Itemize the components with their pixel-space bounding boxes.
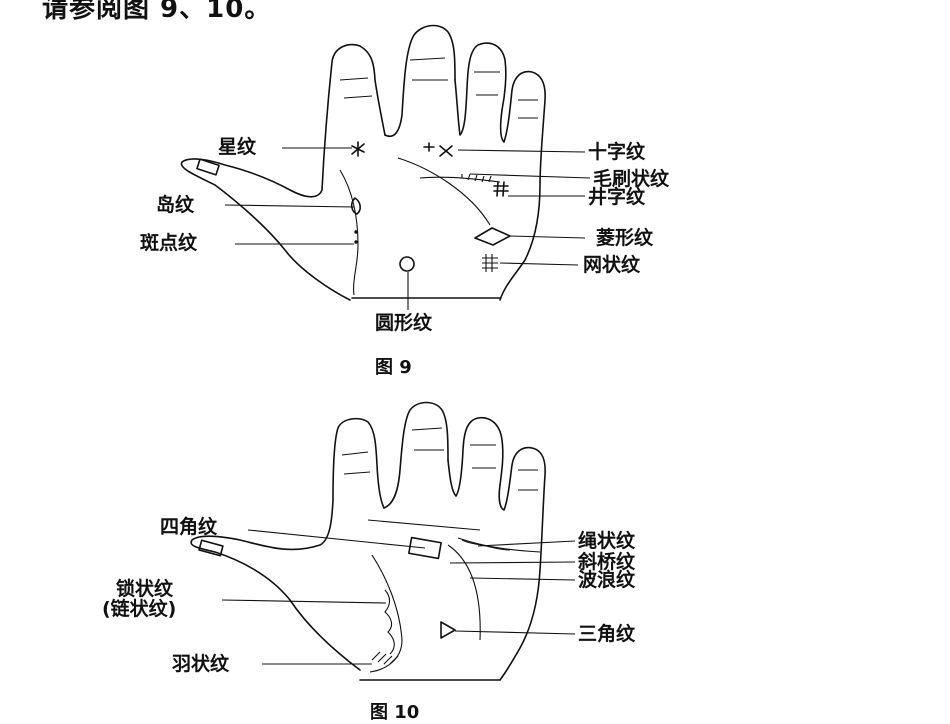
label-spot-pattern: 斑点纹 <box>140 232 198 254</box>
figure9-hand-outline <box>180 24 546 301</box>
label-brush-pattern: 毛刷状纹 <box>593 168 670 190</box>
faint-background-text <box>600 590 616 614</box>
figure10-leader-lines <box>221 529 576 665</box>
label-net-pattern: 网状纹 <box>583 254 641 276</box>
label-chain-pattern: (链状纹) <box>102 598 177 620</box>
label-lock-pattern: 锁状纹 <box>116 578 174 600</box>
figure9-caption: 图 9 <box>375 357 412 378</box>
label-circle-pattern: 圆形纹 <box>375 312 433 334</box>
label-rope-pattern: 绳状纹 <box>578 530 636 552</box>
figure10-hand-outline <box>190 401 546 681</box>
figure10-caption: 图 10 <box>370 702 420 723</box>
label-island-pattern: 岛纹 <box>156 194 195 216</box>
label-diamond-pattern: 菱形纹 <box>596 227 654 249</box>
figure9-leader-lines <box>224 147 591 310</box>
label-bridge-pattern: 斜桥纹 <box>578 551 636 573</box>
label-feather-pattern: 羽状纹 <box>172 653 230 675</box>
header-text: 请参阅图 9、10。 <box>42 0 272 24</box>
label-wave-pattern: 波浪纹 <box>578 569 636 591</box>
label-well-pattern: 井字纹 <box>588 186 646 208</box>
label-triangle-pattern: 三角纹 <box>578 623 636 645</box>
label-square-pattern: 四角纹 <box>160 516 218 538</box>
label-cross-pattern: 十字纹 <box>588 141 646 163</box>
label-star-pattern: 星纹 <box>218 136 257 158</box>
